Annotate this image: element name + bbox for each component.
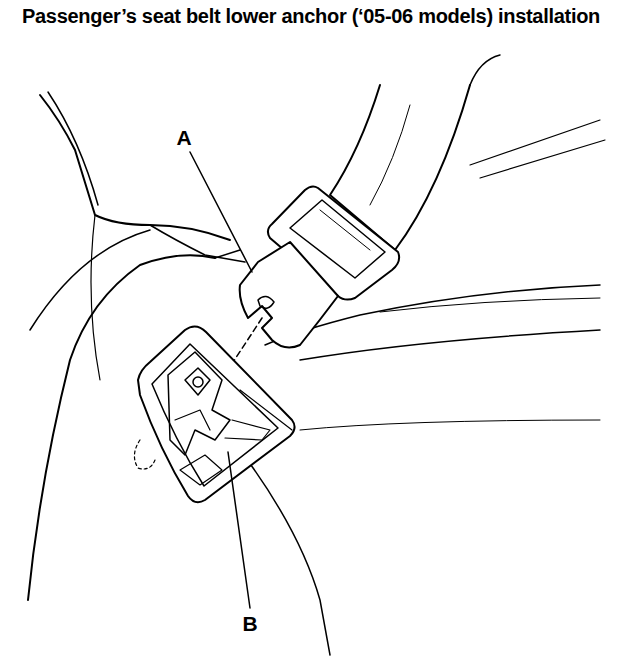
callout-letter: A — [174, 126, 193, 150]
diagram-title: Passenger’s seat belt lower anchor (‘05-… — [22, 4, 622, 29]
callout-letter: B — [240, 612, 259, 636]
